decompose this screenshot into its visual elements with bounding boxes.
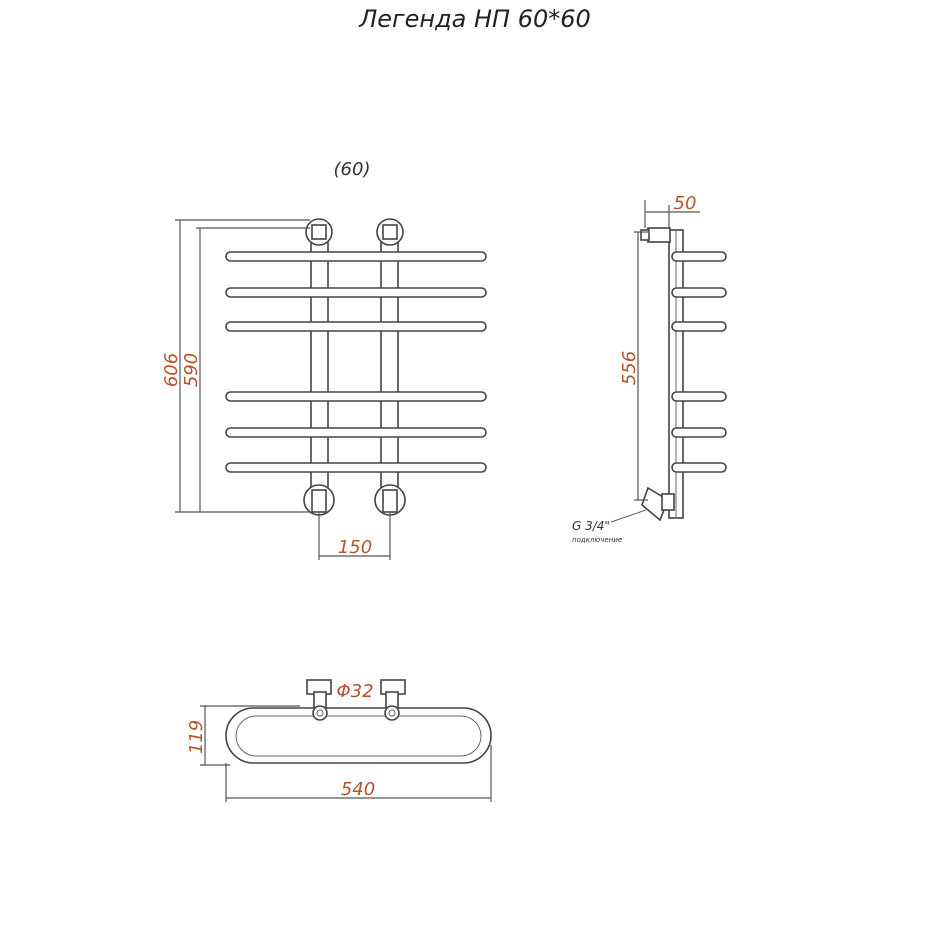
dim-height-outer: 606	[161, 353, 182, 387]
left-fitting-hole	[316, 709, 324, 717]
top-inner-loop	[235, 715, 482, 757]
dim-top-depth: 119	[186, 720, 207, 754]
side-top-fitting-end	[640, 229, 650, 241]
rail-2	[225, 287, 487, 298]
dim-height-inner: 590	[181, 353, 202, 387]
side-rail-2	[671, 287, 727, 298]
front-view: (60) 606 590	[161, 159, 487, 560]
center-distance-label: (60)	[334, 159, 371, 180]
right-fitting-ring	[384, 705, 400, 721]
rail-3	[225, 321, 487, 332]
right-top-cap-inner	[382, 224, 398, 240]
left-top-fitting	[306, 679, 332, 721]
left-top-cap-inner	[311, 224, 327, 240]
top-view: Φ32 119 540	[186, 679, 492, 802]
rail-6	[225, 462, 487, 473]
dim-width-between: 150	[338, 537, 372, 558]
right-top-fitting	[380, 679, 406, 721]
side-view: 50 556 G 3/4" подключение	[572, 193, 727, 544]
thread-label: G 3/4"	[572, 519, 610, 533]
right-bottom-nut	[382, 489, 398, 513]
side-rail-4	[671, 391, 727, 402]
dim-top-width: 540	[341, 779, 375, 800]
left-bottom-nut	[311, 489, 327, 513]
dim-side-depth: 50	[674, 193, 697, 214]
side-rails	[671, 251, 727, 473]
side-bottom-nut	[661, 493, 675, 511]
side-rail-1	[671, 251, 727, 262]
top-outer-loop	[225, 707, 492, 764]
drawing-title: Легенда НП 60*60	[358, 5, 591, 33]
side-rail-5	[671, 427, 727, 438]
right-fitting-hole	[388, 709, 396, 717]
side-rail-6	[671, 462, 727, 473]
dim-side-height: 556	[619, 351, 640, 385]
front-rails	[225, 251, 487, 473]
rail-4	[225, 391, 487, 402]
thread-note: подключение	[572, 536, 622, 544]
left-fitting-ring	[312, 705, 328, 721]
side-top-fitting	[647, 227, 671, 243]
side-rail-3	[671, 321, 727, 332]
thread-leader	[610, 509, 647, 523]
rail-5	[225, 427, 487, 438]
dim-diameter: Φ32	[336, 681, 373, 702]
rail-1	[225, 251, 487, 262]
